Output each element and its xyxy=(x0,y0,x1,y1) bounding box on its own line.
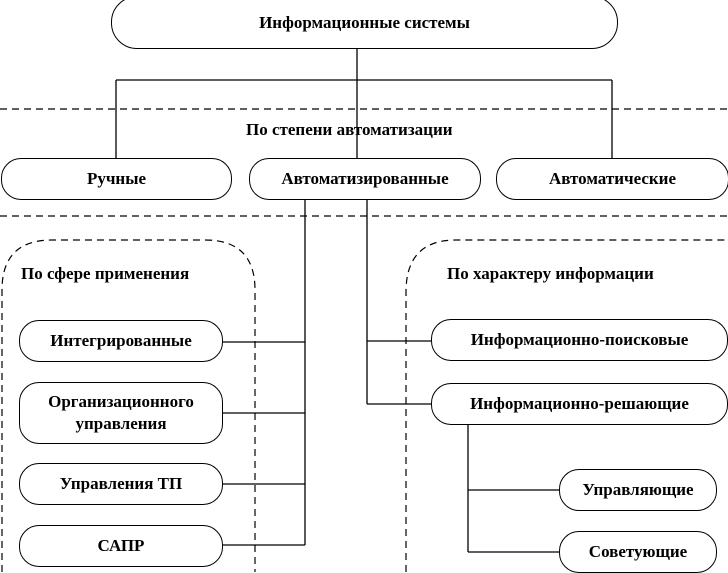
sphere-item-process-control: Управления ТП xyxy=(19,463,223,505)
automated-node: Автоматизированные xyxy=(249,158,481,200)
info-subitem-advisory: Советующие xyxy=(559,531,717,573)
sphere-group-border xyxy=(1,239,256,572)
sphere-item-cad: САПР xyxy=(19,525,223,567)
automation-heading: По степени автоматизации xyxy=(246,120,453,139)
info-item-decision: Информационно-решающие xyxy=(431,383,728,425)
sphere-item-integrated: Интегрированные xyxy=(19,320,223,362)
info-type-heading: По характеру информации xyxy=(447,264,654,283)
automatic-node: Автоматические xyxy=(496,158,728,200)
sphere-item-organizational: Организационного управления xyxy=(19,382,223,444)
manual-node: Ручные xyxy=(1,158,232,200)
info-item-retrieval: Информационно-поисковые xyxy=(431,319,728,361)
root-node: Информационные системы xyxy=(111,0,618,49)
sphere-heading: По сфере применения xyxy=(21,264,190,283)
info-subitem-control: Управляющие xyxy=(559,469,717,511)
